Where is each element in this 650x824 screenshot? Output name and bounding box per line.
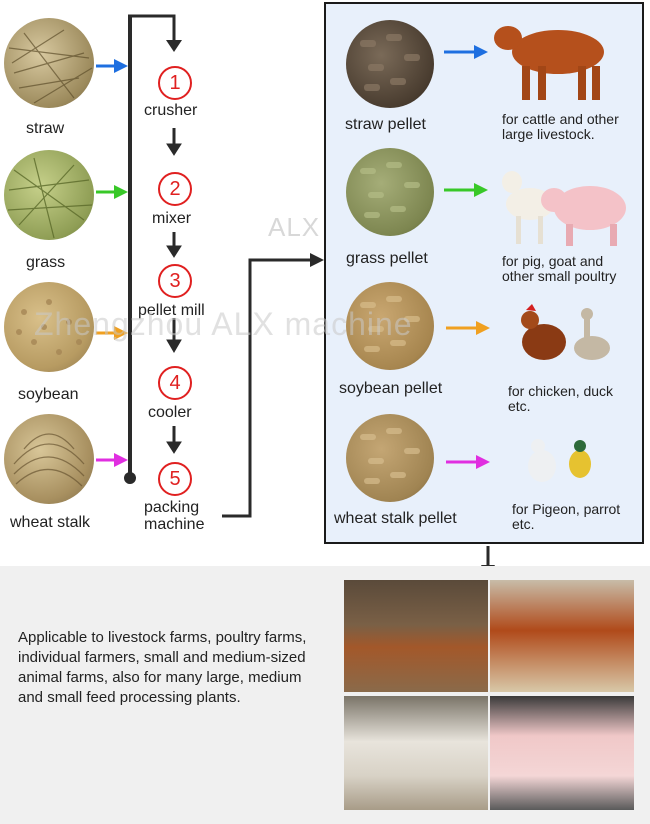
chicken-farm-photo <box>490 580 634 692</box>
soybean-pellet-label: soybean pellet <box>339 380 443 397</box>
straw-label: straw <box>26 120 65 137</box>
wheat-stalk-pellet-use-line1: for Pigeon, parrot <box>512 501 621 517</box>
soybean-pellet-arrow <box>446 321 490 335</box>
soybean-pellet-use-line2: etc. <box>508 398 531 414</box>
straw-image <box>4 18 94 108</box>
wheat-stalk-pellet-image <box>346 414 434 502</box>
pig-farm-photo <box>490 696 634 810</box>
grass-pellet-use-line1: for pig, goat and <box>502 253 604 269</box>
cattle-farm-photo <box>344 580 488 692</box>
step-1-label: crusher <box>144 102 198 119</box>
step-1-number: 1 <box>158 66 192 100</box>
soybean-pellet-use-line1: for chicken, duck <box>508 383 614 399</box>
grass-pellet-use-line2: other small poultry <box>502 268 617 284</box>
soybean-label: soybean <box>18 386 79 403</box>
watermark-text: Zhengzhou ALX machine <box>34 306 413 342</box>
straw-arrow <box>96 59 128 73</box>
grass-pellet-image <box>346 148 434 236</box>
step-5-label-line2: machine <box>144 516 205 533</box>
wheat-stalk-pellet-use-line2: etc. <box>512 516 535 532</box>
cattle-image <box>486 8 616 104</box>
chicken-duck-image <box>508 300 618 376</box>
straw-pellet-image <box>346 20 434 108</box>
grass-pellet-arrow <box>444 183 488 197</box>
straw-pellet-label: straw pellet <box>345 116 426 133</box>
soybean-image <box>4 282 94 372</box>
goat-farm-photo <box>344 696 488 810</box>
straw-pellet-use-line1: for cattle and other <box>502 111 619 127</box>
grass-arrow <box>96 185 128 199</box>
goat-pig-image <box>494 158 634 250</box>
step-5-number: 5 <box>158 462 192 496</box>
wheat-stalk-pellet-label: wheat stalk pellet <box>334 510 457 527</box>
straw-pellet-use-line2: large livestock. <box>502 126 595 142</box>
step-2-number: 2 <box>158 172 192 206</box>
grass-label: grass <box>26 254 66 271</box>
step-4-number: 4 <box>158 366 192 400</box>
step-3-label: pellet mill <box>138 302 205 319</box>
watermark-logo: ALX <box>268 212 321 242</box>
step-5-label-line1: packing <box>144 499 200 516</box>
wheat-stalk-image <box>4 414 94 504</box>
wheat-arrow <box>96 453 128 467</box>
pigeon-parrot-image <box>520 430 600 490</box>
straw-pellet-arrow <box>444 45 488 59</box>
step-3-number: 3 <box>158 264 192 298</box>
soybean-pellet-image <box>346 282 434 370</box>
step-4-label: cooler <box>148 404 192 421</box>
wheat-stalk-label: wheat stalk <box>10 514 91 531</box>
grass-pellet-label: grass pellet <box>346 250 428 267</box>
grass-image <box>4 150 94 240</box>
applicability-text: Applicable to livestock farms, poultry f… <box>18 629 307 706</box>
step-2-label: mixer <box>152 210 192 227</box>
wheat-stalk-pellet-arrow <box>446 455 490 469</box>
